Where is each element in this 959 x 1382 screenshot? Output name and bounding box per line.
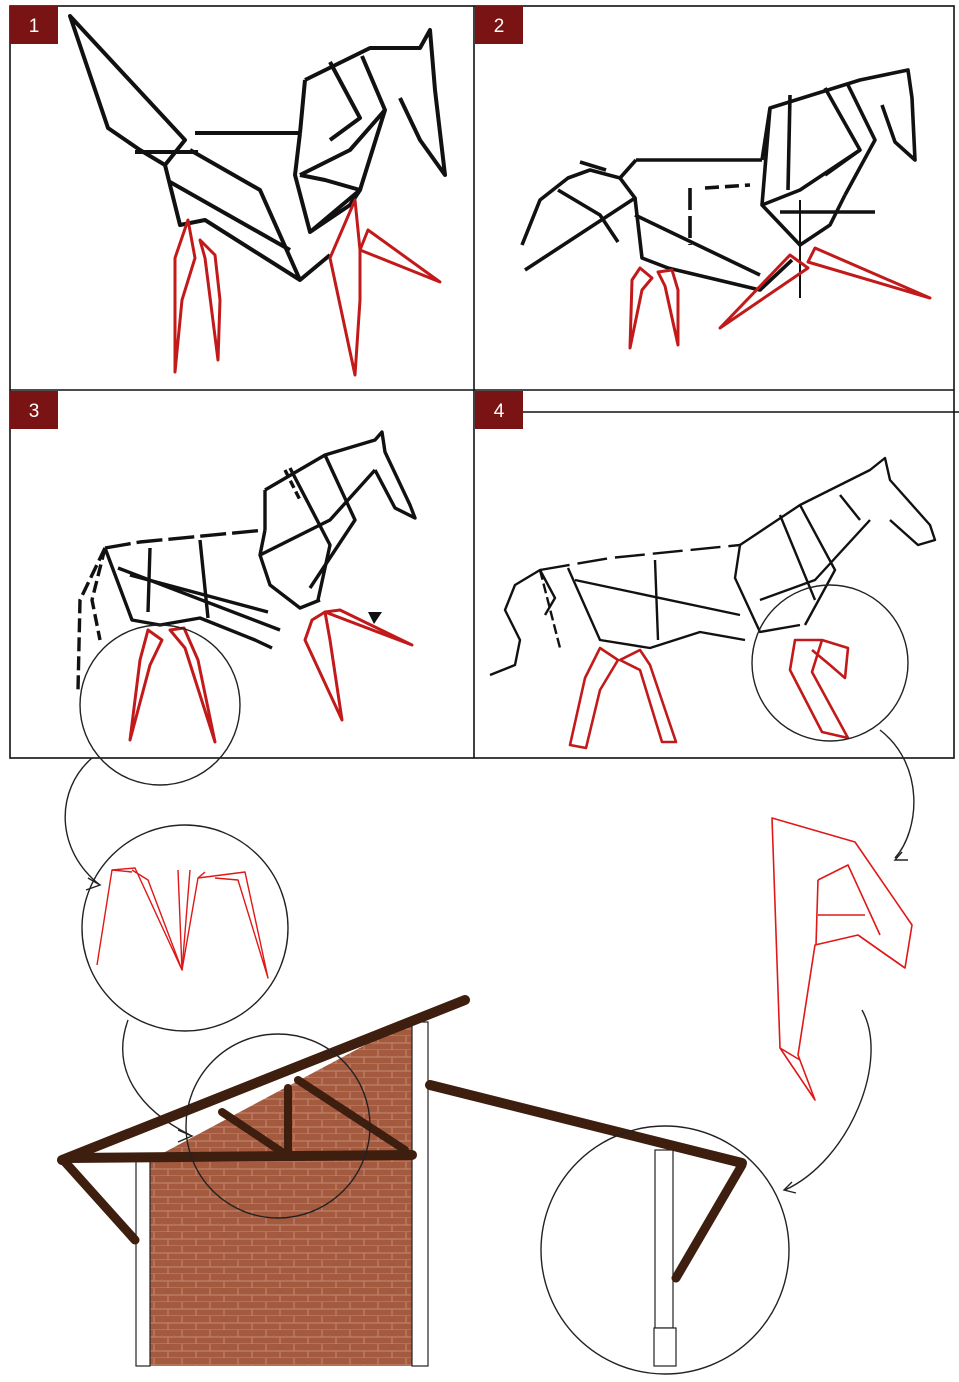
horse-2 [522, 70, 930, 348]
canopy-support [430, 1085, 789, 1374]
magnifier-circle-hind-legs [80, 625, 240, 785]
panel-3-number: 3 [29, 401, 40, 422]
zoom-hind-legs-detail [97, 868, 268, 978]
canopy-post [655, 1150, 673, 1328]
wall-post-right [412, 1022, 428, 1366]
horse-4-legs [570, 640, 848, 748]
panel-2-number: 2 [494, 16, 505, 37]
magnifier-circle-front-legs [752, 585, 908, 741]
horse-2-body-outline [522, 70, 915, 298]
horse-3 [78, 432, 415, 742]
brick-wall-lower [150, 1160, 412, 1366]
horse-4 [490, 458, 935, 748]
panel-grid [10, 6, 959, 758]
hoof-marker-icon [368, 612, 382, 624]
zoom-front-legs-detail [772, 818, 912, 1100]
panel-4-badge: 4 [475, 391, 523, 429]
horse-2-legs [630, 248, 930, 348]
panel-2-badge: 2 [475, 6, 523, 44]
horse-3-legs [130, 610, 412, 742]
horse-4-body-outline [490, 458, 935, 675]
panel-1-badge: 1 [10, 6, 58, 44]
horse-1 [70, 16, 445, 375]
horse-3-body-outline [78, 432, 415, 690]
panel-1-number: 1 [29, 16, 40, 37]
panel-3-badge: 3 [10, 391, 58, 429]
post-base [654, 1328, 676, 1366]
wall-post-left [136, 1160, 150, 1366]
canopy-beams [430, 1085, 742, 1278]
horse-1-body-outline [70, 16, 445, 280]
panel-4-number: 4 [494, 401, 505, 422]
